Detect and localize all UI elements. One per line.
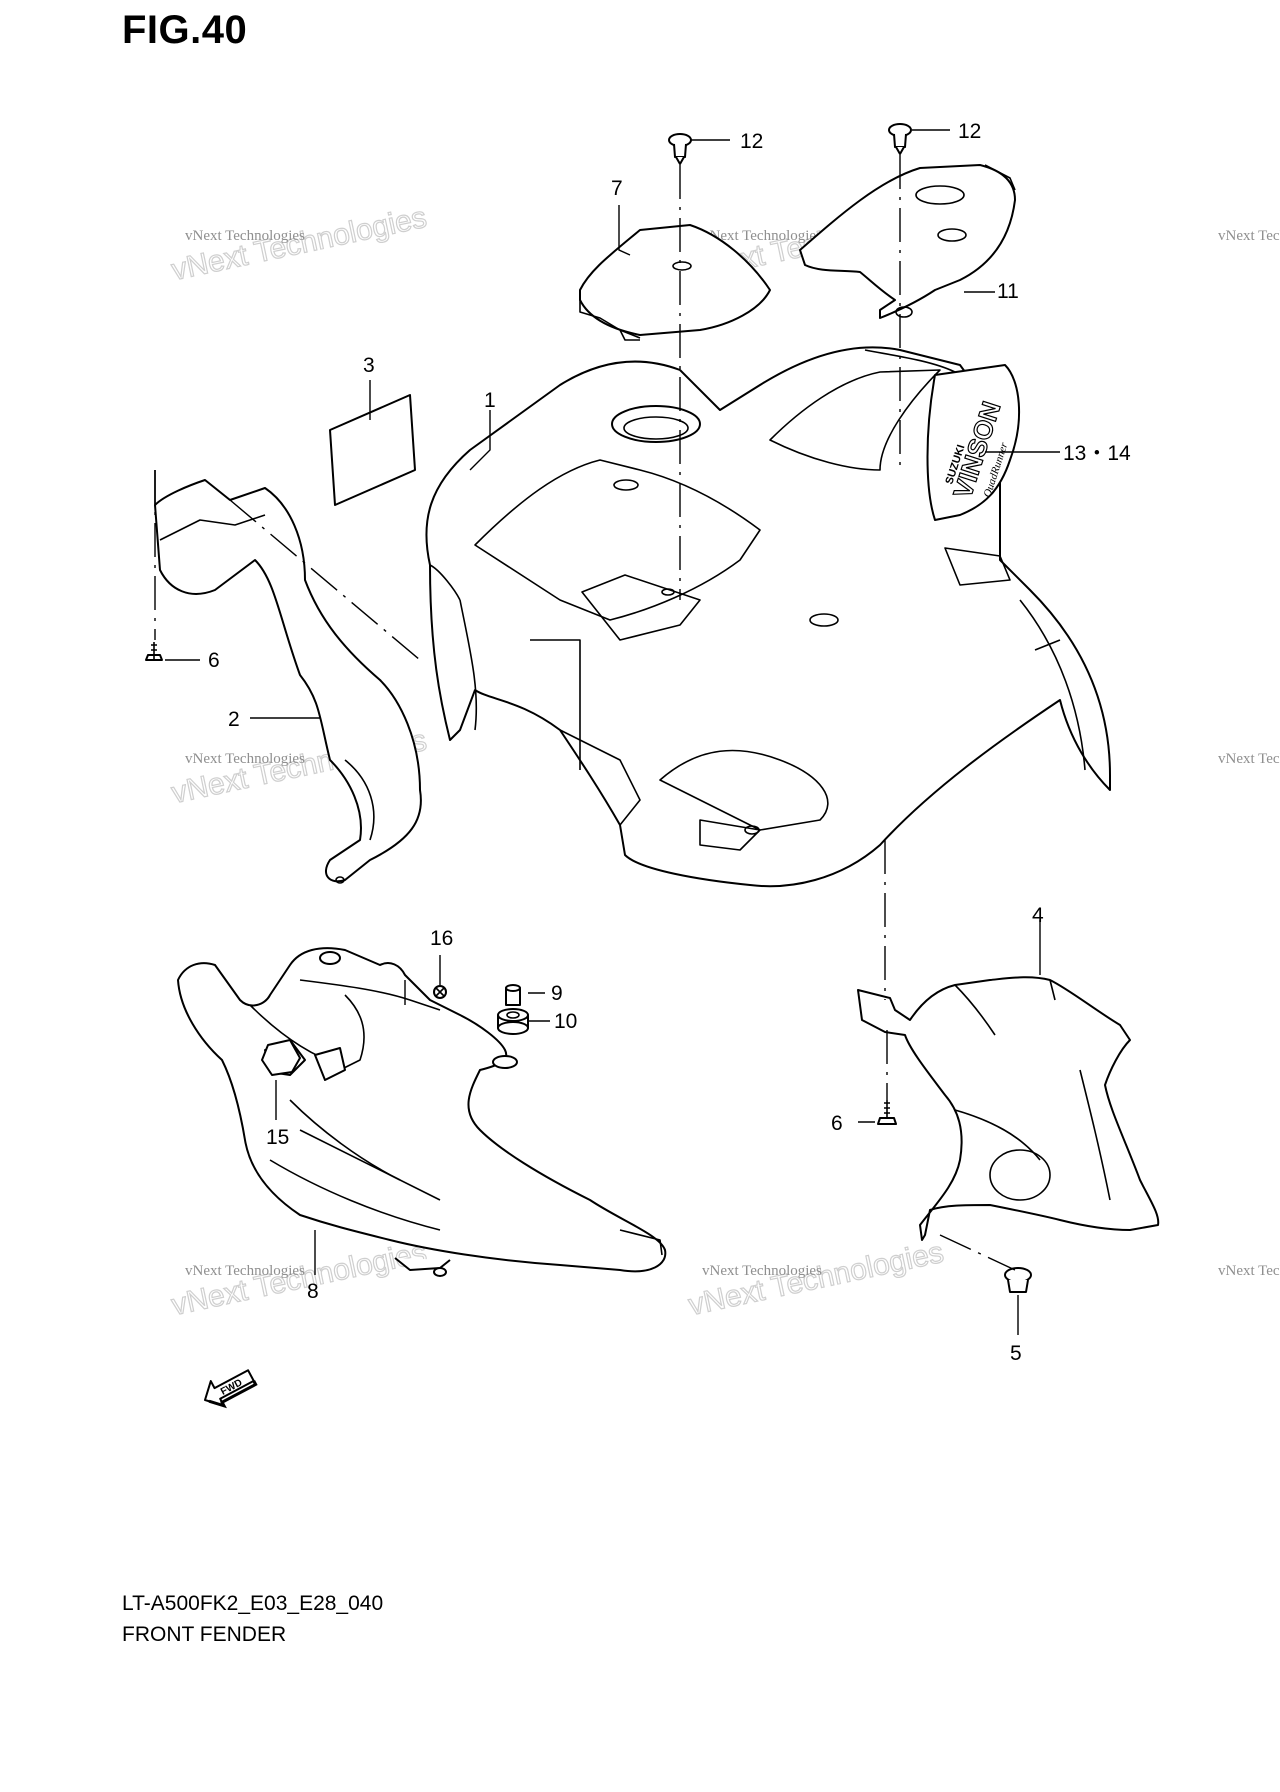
part-left-inner-fender bbox=[154, 470, 422, 884]
callout-9: 9 bbox=[551, 982, 563, 1005]
svg-text:vNext Technologies: vNext Technologies bbox=[185, 1263, 305, 1279]
fwd-arrow-icon: FWD bbox=[204, 1369, 258, 1409]
part-right-inner-fender bbox=[857, 976, 1160, 1241]
part-upper-cover bbox=[799, 164, 1016, 319]
callout-10: 10 bbox=[554, 1010, 577, 1033]
callout-8: 8 bbox=[307, 1280, 319, 1303]
watermark: vNext Technologies bbox=[1218, 751, 1280, 767]
callout-6a: 6 bbox=[208, 649, 220, 672]
svg-text:vNext Technologies: vNext Technologies bbox=[702, 1263, 822, 1279]
callout-4: 4 bbox=[1032, 904, 1044, 927]
svg-text:vNext Technologies: vNext Technologies bbox=[185, 228, 305, 244]
part-clip-15 bbox=[261, 1039, 301, 1076]
watermark: vNext Technologies vNext Technologies bbox=[168, 1235, 430, 1322]
callout-12b: 12 bbox=[958, 120, 981, 143]
assembly-lines bbox=[154, 155, 1016, 1271]
part-clip-5 bbox=[1004, 1267, 1032, 1293]
fwd-label: FWD bbox=[219, 1377, 244, 1397]
callouts: 12 12 7 11 3 1 13・14 6 2 16 9 10 4 6 15 … bbox=[208, 120, 1131, 1365]
part-label bbox=[329, 394, 416, 506]
svg-text:vNext Technologies: vNext Technologies bbox=[1218, 1263, 1280, 1279]
callout-6b: 6 bbox=[831, 1112, 843, 1135]
svg-text:vNext Technologies: vNext Technologies bbox=[1218, 228, 1280, 244]
part-decal: SUZUKI VINSON QuadRunner bbox=[926, 364, 1020, 521]
section-name: FRONT FENDER bbox=[122, 1623, 287, 1646]
part-grommet-10 bbox=[497, 1008, 529, 1035]
watermark: vNext Technologies vNext Technologies bbox=[685, 1235, 947, 1322]
callout-3: 3 bbox=[363, 354, 375, 377]
callout-5: 5 bbox=[1010, 1342, 1022, 1365]
callout-13-14: 13・14 bbox=[1063, 442, 1131, 465]
callout-12a: 12 bbox=[740, 130, 763, 153]
callout-1: 1 bbox=[484, 389, 496, 412]
part-screw-6a bbox=[145, 642, 163, 661]
figure-footer: LT-A500FK2_E03_E28_040 FRONT FENDER bbox=[122, 1588, 383, 1650]
watermark: vNext Technologies bbox=[1218, 1263, 1280, 1279]
watermark: vNext Technologies bbox=[1218, 228, 1280, 244]
part-nut-16 bbox=[433, 985, 447, 999]
watermark: vNext Technologies vNext Technologies bbox=[168, 200, 430, 287]
leader-lines bbox=[165, 129, 1060, 1335]
callout-7: 7 bbox=[611, 177, 623, 200]
callout-16: 16 bbox=[430, 927, 453, 950]
part-collar-9 bbox=[505, 984, 521, 1006]
part-front-bumper bbox=[177, 947, 667, 1277]
part-clip-12a bbox=[668, 133, 692, 165]
part-clip-12b bbox=[888, 123, 912, 155]
part-screw-6b bbox=[877, 1100, 897, 1125]
svg-text:vNext Technologies: vNext Technologies bbox=[1218, 751, 1280, 767]
model-code: LT-A500FK2_E03_E28_040 bbox=[122, 1592, 384, 1615]
callout-2: 2 bbox=[228, 708, 240, 731]
svg-text:vNext Technologies: vNext Technologies bbox=[185, 751, 305, 767]
callout-15: 15 bbox=[266, 1126, 289, 1149]
callout-11: 11 bbox=[997, 280, 1019, 303]
figure-title: FIG.40 bbox=[122, 8, 248, 52]
svg-text:vNext Technologies: vNext Technologies bbox=[702, 228, 822, 244]
